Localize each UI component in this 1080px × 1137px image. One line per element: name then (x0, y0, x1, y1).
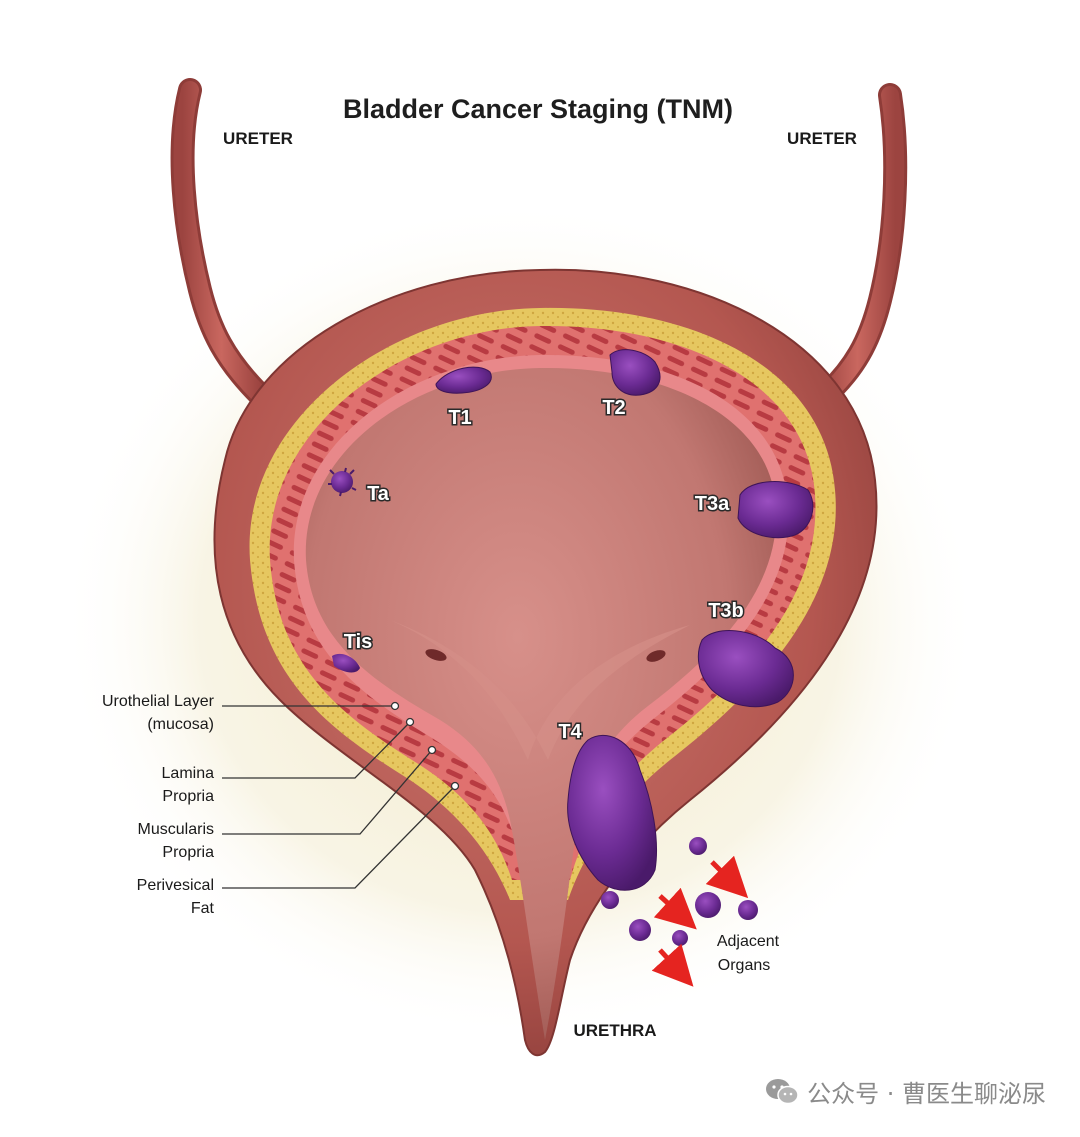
label-stage-t3a: T3a (695, 493, 730, 515)
label-ureter-right: URETER (787, 129, 857, 148)
label-stage-t2: T2 (602, 397, 625, 419)
label-stage-tis: Tis (344, 631, 373, 653)
label-perivesical-line1: Perivesical (137, 877, 214, 894)
label-muscularis-line1: Muscularis (138, 821, 214, 838)
label-stage-t4: T4 (558, 721, 582, 743)
watermark: 公众号 · 曹医生聊泌尿 (765, 1074, 1046, 1109)
label-urothelial-line2: (mucosa) (147, 716, 214, 733)
tumor-t4 (567, 735, 657, 891)
tumor-t2 (609, 349, 661, 396)
ureteral-orifice-right (646, 650, 666, 662)
label-lamina-line2: Propria (162, 788, 214, 805)
spread-arrows (651, 855, 749, 987)
label-perivesical-line2: Fat (191, 900, 215, 917)
watermark-text: 公众号 · 曹医生聊泌尿 (807, 1080, 1046, 1108)
label-stage-t1: T1 (448, 407, 471, 429)
tumor-tis (332, 653, 360, 673)
bladder-lumen (305, 367, 777, 1040)
label-adjacent-line2: Organs (718, 957, 770, 974)
label-ureter-left: URETER (223, 129, 293, 148)
tumor-t1 (435, 366, 492, 394)
tumor-ta (328, 467, 357, 497)
label-urothelial-line1: Urothelial Layer (102, 693, 215, 710)
label-stage-t3b: T3b (708, 600, 744, 622)
label-adjacent-line1: Adjacent (717, 933, 780, 950)
trigone (390, 620, 690, 760)
adjacent-tumor-cells (601, 837, 758, 946)
diagram-title: Bladder Cancer Staging (TNM) (343, 94, 733, 124)
label-muscularis-line2: Propria (162, 844, 214, 861)
tumor-t3b (697, 630, 794, 708)
label-urethra: URETHRA (573, 1021, 656, 1040)
ureteral-orifice-left (425, 649, 447, 661)
wechat-icon (766, 1078, 799, 1104)
tumor-t3a (737, 481, 814, 539)
label-lamina-line1: Lamina (162, 765, 215, 782)
layer-leader-lines (222, 701, 460, 889)
label-stage-ta: Ta (367, 483, 390, 505)
